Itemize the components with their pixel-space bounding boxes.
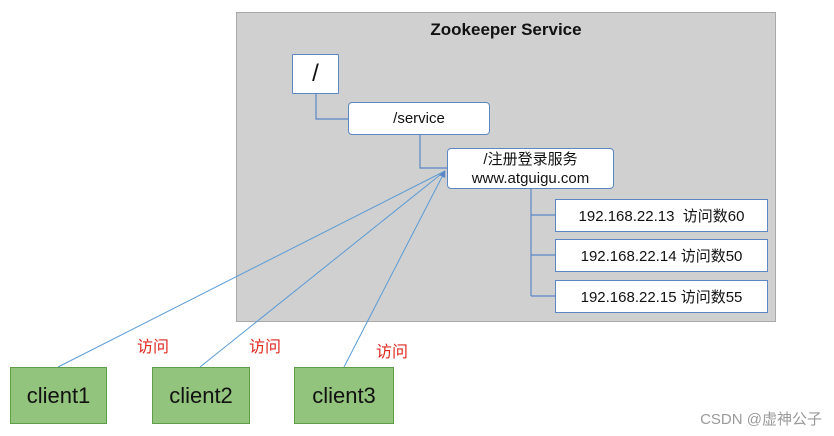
client3-label: client3: [312, 382, 376, 408]
server-node: 192.168.22.13 访问数60: [555, 199, 768, 232]
client1-node: client1: [10, 367, 107, 424]
register-service-domain: www.atguigu.com: [471, 169, 590, 187]
client1-label: client1: [26, 382, 91, 408]
client3-access-label: 访问: [376, 344, 409, 361]
client3-node: client3: [294, 367, 394, 424]
client1-access-label: 访问: [137, 339, 170, 356]
client2-label: client2: [169, 382, 233, 408]
server-node-label: 192.168.22.15 访问数55: [580, 289, 743, 306]
znode-service: /service: [348, 102, 490, 135]
znode-root-label: /: [312, 60, 319, 87]
znode-root: /: [292, 54, 339, 94]
server-node: 192.168.22.15 访问数55: [555, 280, 768, 313]
register-service-name: /注册登录服务: [483, 150, 578, 168]
client2-access-label: 访问: [249, 339, 282, 356]
server-node-label: 192.168.22.13 访问数60: [578, 208, 745, 225]
service-title: Zookeeper Service: [430, 20, 582, 39]
znode-register-service: /注册登录服务 www.atguigu.com: [447, 148, 614, 189]
server-node-label: 192.168.22.14 访问数50: [580, 248, 743, 265]
csdn-watermark: CSDN @虚神公子: [700, 411, 822, 428]
znode-service-label: /service: [393, 110, 445, 127]
client2-node: client2: [152, 367, 250, 424]
server-node: 192.168.22.14 访问数50: [555, 239, 768, 272]
